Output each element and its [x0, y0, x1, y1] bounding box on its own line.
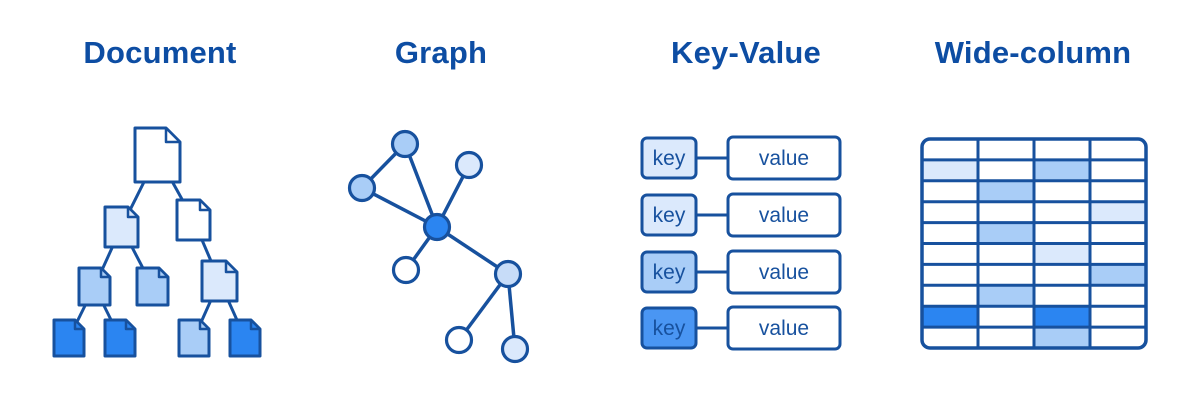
graph-diagram — [347, 129, 530, 364]
document-tree-diagram — [52, 126, 262, 358]
keyvalue-diagram: key value key value key value key value — [640, 135, 842, 351]
graph-edge — [436, 225, 509, 276]
document-icon-6 — [52, 318, 86, 358]
graph-edge — [403, 143, 439, 228]
key-box — [640, 193, 698, 237]
table-cell-r9c3 — [1034, 306, 1090, 328]
document-icon-4 — [135, 266, 170, 307]
document-icon-3 — [77, 266, 112, 307]
table-cell-r3c2 — [978, 180, 1034, 202]
value-box — [726, 305, 842, 351]
table-cell-r10c3 — [1034, 327, 1090, 348]
value-label: value — [759, 317, 809, 340]
value-label: value — [759, 147, 809, 170]
graph-node-1 — [347, 173, 377, 203]
table-cell-r6c3 — [1034, 243, 1090, 265]
table-cell-r8c2 — [978, 285, 1034, 307]
graph-node-6 — [444, 325, 474, 355]
graph-node-5 — [493, 259, 523, 289]
keyvalue-pair-3: key value — [640, 305, 842, 351]
document-icon-0 — [133, 126, 182, 184]
key-label: key — [653, 317, 686, 340]
document-fold-corner — [224, 259, 239, 274]
document-fold-corner — [249, 318, 262, 331]
key-box — [640, 250, 698, 294]
document-icon-8 — [177, 318, 211, 358]
document-fold-corner — [124, 318, 137, 331]
keyvalue-pair-0: key value — [640, 135, 842, 181]
keyvalue-pair-2: key value — [640, 249, 842, 295]
table-cell-r5c2 — [978, 222, 1034, 244]
table-outer-border — [920, 137, 1148, 350]
document-icon-1 — [103, 205, 140, 249]
key-label: key — [653, 204, 686, 227]
document-icon-5 — [200, 259, 239, 303]
document-fold-corner — [99, 266, 112, 279]
table-cell-r2c3 — [1034, 159, 1090, 181]
graph-node-3 — [422, 212, 452, 242]
keyvalue-pair-1: key value — [640, 192, 842, 238]
graph-node-7 — [500, 334, 530, 364]
value-label: value — [759, 261, 809, 284]
graph-node-2 — [454, 150, 484, 180]
document-fold-corner — [73, 318, 86, 331]
key-box — [640, 136, 698, 180]
graph-node-0 — [390, 129, 420, 159]
document-fold-corner — [198, 198, 212, 212]
key-label: key — [653, 147, 686, 170]
value-box — [726, 192, 842, 238]
document-fold-corner — [126, 205, 140, 219]
value-box — [726, 135, 842, 181]
document-icon-9 — [228, 318, 262, 358]
value-box — [726, 249, 842, 295]
document-fold-corner — [198, 318, 211, 331]
value-label: value — [759, 204, 809, 227]
table-cell-r2c1 — [922, 159, 978, 181]
key-box — [640, 306, 698, 350]
document-panel-title: Document — [83, 35, 237, 70]
document-fold-corner — [164, 126, 182, 144]
table-cell-r4c4 — [1090, 201, 1146, 223]
graph-panel-title: Graph — [394, 35, 488, 70]
document-icon-2 — [175, 198, 212, 242]
document-icon-7 — [103, 318, 137, 358]
widecolumn-diagram — [920, 137, 1148, 350]
widecolumn-panel-title: Wide-column — [934, 35, 1132, 70]
table-cell-r9c1 — [922, 306, 978, 328]
keyvalue-panel-title: Key-Value — [671, 35, 821, 70]
key-label: key — [653, 261, 686, 284]
table-cell-r7c4 — [1090, 264, 1146, 286]
graph-node-4 — [391, 255, 421, 285]
document-fold-corner — [157, 266, 170, 279]
